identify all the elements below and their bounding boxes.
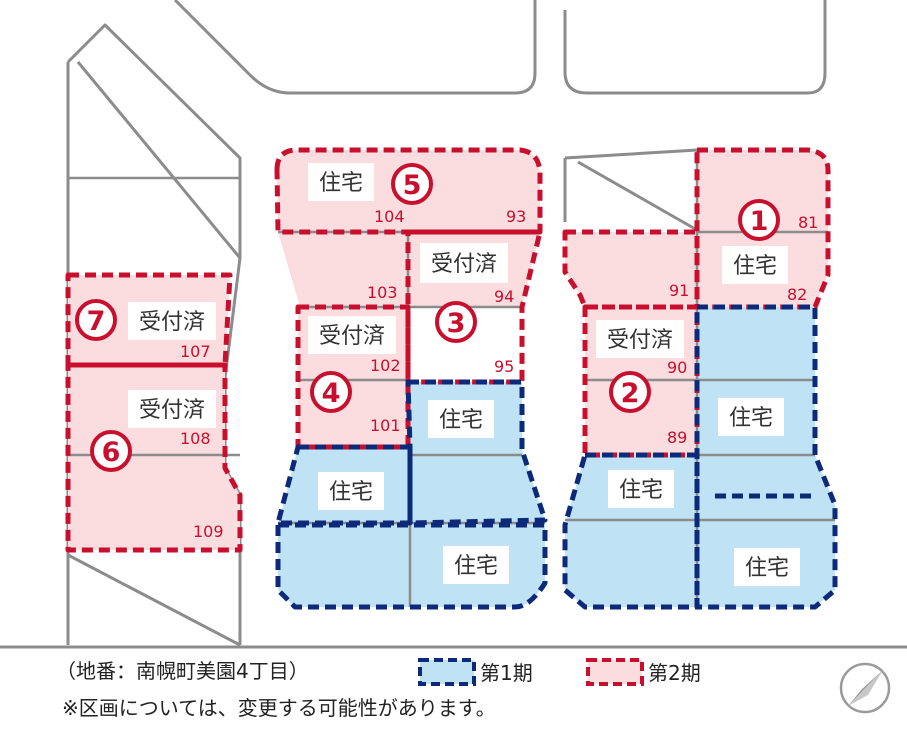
- lot-number-7: 7: [75, 299, 117, 341]
- lot-label-blue-f: 住宅: [745, 556, 789, 581]
- lot-number-2: 2: [609, 371, 651, 413]
- lot-number-1: 1: [738, 199, 780, 241]
- svg-text:5: 5: [403, 170, 422, 201]
- lot-labels: 住宅 受付済 受付済 受付済 受付済 住宅 受付済 住宅 住宅 住宅 住宅 住宅…: [139, 171, 789, 581]
- parcel-89: 89: [667, 428, 687, 447]
- lot-label-4: 受付済: [319, 324, 385, 349]
- footer: （地番：南幌町美園4丁目） 第1期 第2期 ※区画については、変更する可能性があ…: [56, 658, 701, 720]
- lot-label-2: 受付済: [607, 328, 673, 353]
- address-note: （地番：南幌町美園4丁目）: [56, 659, 309, 683]
- lot-number-6: 6: [90, 430, 132, 472]
- parcel-95: 95: [494, 357, 514, 376]
- lot-numbers: 5 3 4 7 6 1 2: [75, 163, 780, 472]
- parcel-102: 102: [370, 356, 401, 375]
- north-arrow-icon: [839, 662, 891, 714]
- parcel-104: 104: [374, 207, 405, 226]
- lot-label-blue-b: 住宅: [329, 480, 373, 505]
- lot-number-3: 3: [435, 301, 477, 343]
- parcel-103: 103: [367, 283, 398, 302]
- parcel-91: 91: [669, 281, 689, 300]
- lot-fills: [68, 150, 835, 607]
- parcel-108: 108: [180, 429, 211, 448]
- label-backgrounds: [128, 163, 800, 586]
- legend-phase1-label: 第1期: [480, 661, 533, 685]
- parcel-101: 101: [370, 416, 401, 435]
- parcel-94: 94: [494, 287, 514, 306]
- lot-label-7: 受付済: [139, 310, 205, 335]
- svg-text:1: 1: [750, 206, 769, 237]
- parcel-109: 109: [193, 522, 224, 541]
- lot-label-blue-c: 住宅: [454, 554, 498, 579]
- legend-phase1-swatch: [418, 658, 476, 686]
- parcel-93: 93: [506, 207, 526, 226]
- svg-text:4: 4: [322, 378, 341, 409]
- legend-phase2-label: 第2期: [648, 661, 701, 685]
- lot-label-blue-d: 住宅: [619, 478, 663, 503]
- svg-text:7: 7: [87, 306, 106, 337]
- lot-label-blue-a: 住宅: [439, 408, 483, 433]
- phase1-boundaries: [275, 304, 838, 610]
- svg-text:3: 3: [447, 308, 466, 339]
- parcel-107: 107: [180, 342, 211, 361]
- parcel-numbers: 104 93 103 94 102 95 101 107 108 109 81 …: [180, 207, 818, 541]
- parcel-90: 90: [667, 358, 687, 377]
- phase2-boundaries: [65, 147, 831, 553]
- lot-label-1: 住宅: [733, 254, 777, 279]
- disclaimer-note: ※区画については、変更する可能性があります。: [62, 696, 496, 720]
- lot-number-4: 4: [310, 371, 352, 413]
- svg-text:6: 6: [102, 437, 121, 468]
- lot-label-6: 受付済: [139, 398, 205, 423]
- road-lines: [0, 0, 907, 649]
- lot-number-5: 5: [391, 163, 433, 205]
- parcel-82: 82: [787, 285, 807, 304]
- lot-label-blue-e: 住宅: [729, 406, 773, 431]
- lot-label-3: 受付済: [431, 252, 497, 277]
- legend-phase2-swatch: [586, 658, 644, 686]
- parcel-81: 81: [798, 213, 818, 232]
- svg-text:2: 2: [621, 378, 640, 409]
- lot-label-5: 住宅: [319, 171, 363, 196]
